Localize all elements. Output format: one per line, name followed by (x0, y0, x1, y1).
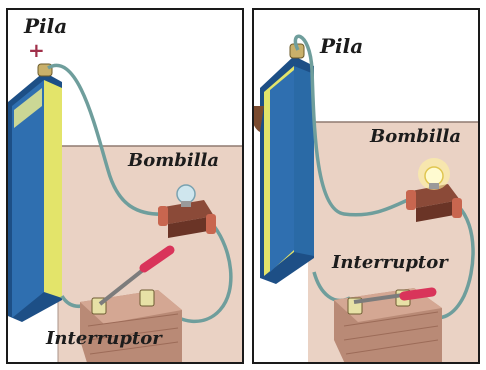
bulb-on (425, 167, 443, 185)
battery (8, 64, 62, 322)
left-switch-label: Interruptor (46, 330, 162, 348)
positive-terminal-sign: + (28, 40, 45, 60)
left-bulb-label: Bombilla (128, 152, 219, 170)
left-circuit-illustration (8, 10, 244, 364)
left-circuit-panel: Pila + Bombilla Interruptor (6, 8, 244, 364)
right-battery-label: Pila (320, 36, 363, 56)
right-circuit-panel: Pila Bombilla Interruptor (252, 8, 480, 364)
right-switch-label: Interruptor (332, 254, 448, 272)
right-circuit-illustration (254, 10, 480, 364)
bulb-off (177, 185, 195, 203)
battery (254, 44, 314, 284)
right-bulb-label: Bombilla (370, 128, 461, 146)
left-battery-label: Pila (24, 16, 67, 36)
switch-closed (334, 288, 442, 364)
